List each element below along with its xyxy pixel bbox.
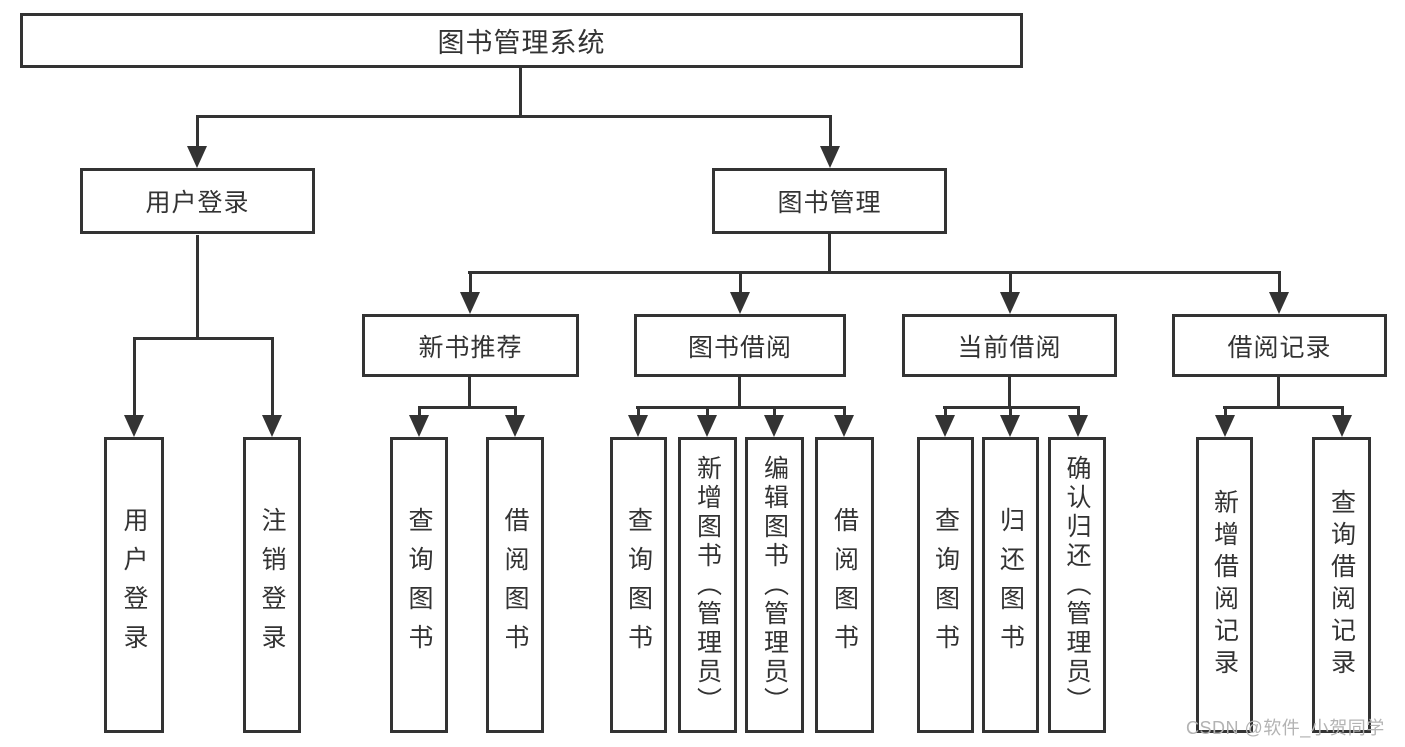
connector-line [1223, 406, 1344, 409]
connector-line [1008, 377, 1011, 409]
arrow-down-icon [1068, 415, 1088, 437]
arrow-shaft [944, 406, 947, 417]
connector-line [1277, 377, 1280, 409]
arrow-shaft [469, 271, 472, 294]
arrow-shaft [1341, 406, 1344, 417]
node-current-borrowing: 当前借阅 [902, 314, 1117, 377]
arrow-down-icon [460, 292, 480, 314]
node-book-management: 图书管理 [712, 168, 947, 234]
arrow-shaft [843, 406, 846, 417]
arrow-shaft [1009, 406, 1012, 417]
connector-line [418, 406, 517, 409]
arrow-shaft [773, 406, 776, 417]
arrow-shaft [271, 337, 274, 417]
arrow-down-icon [764, 415, 784, 437]
node-new-book-recommend: 新书推荐 [362, 314, 579, 377]
arrow-down-icon [1332, 415, 1352, 437]
connector-line [468, 377, 471, 409]
connector-line [828, 234, 831, 274]
arrow-down-icon [1215, 415, 1235, 437]
node-leaf-logout: 注销登录 [243, 437, 301, 733]
node-leaf-edit-books-admin: 编辑图书（管理员） [745, 437, 804, 733]
arrow-shaft [706, 406, 709, 417]
arrow-down-icon [935, 415, 955, 437]
arrow-down-icon [262, 415, 282, 437]
arrow-shaft [637, 406, 640, 417]
node-book-borrowing: 图书借阅 [634, 314, 846, 377]
arrow-down-icon [730, 292, 750, 314]
arrow-down-icon [1000, 292, 1020, 314]
connector-line [133, 337, 274, 340]
node-leaf-borrow-books: 借阅图书 [815, 437, 874, 733]
node-root-book-management-system: 图书管理系统 [20, 13, 1023, 68]
arrow-shaft [1224, 406, 1227, 417]
arrow-down-icon [124, 415, 144, 437]
arrow-shaft [514, 406, 517, 417]
arrow-down-icon [187, 146, 207, 168]
node-leaf-query-books-recommend: 查询图书 [390, 437, 448, 733]
node-leaf-query-books-borrow: 查询图书 [610, 437, 667, 733]
arrow-shaft [829, 115, 832, 148]
node-user-login: 用户登录 [80, 168, 315, 234]
connector-line [519, 68, 522, 118]
node-leaf-return-books: 归还图书 [982, 437, 1039, 733]
arrow-down-icon [409, 415, 429, 437]
node-borrowing-records: 借阅记录 [1172, 314, 1387, 377]
node-leaf-add-books-admin: 新增图书（管理员） [678, 437, 737, 733]
arrow-down-icon [628, 415, 648, 437]
connector-line [196, 115, 831, 118]
arrow-shaft [1077, 406, 1080, 417]
node-leaf-query-books-current: 查询图书 [917, 437, 974, 733]
arrow-down-icon [1000, 415, 1020, 437]
arrow-shaft [1278, 271, 1281, 294]
arrow-down-icon [1269, 292, 1289, 314]
connector-line [636, 406, 846, 409]
arrow-down-icon [505, 415, 525, 437]
arrow-down-icon [697, 415, 717, 437]
arrow-shaft [418, 406, 421, 417]
node-leaf-confirm-return-admin: 确认归还（管理员） [1048, 437, 1106, 733]
connector-line [468, 271, 1281, 274]
watermark-text: CSDN @软件_小贺同学 [1186, 718, 1385, 738]
node-leaf-add-borrow-record: 新增借阅记录 [1196, 437, 1253, 733]
arrow-shaft [739, 271, 742, 294]
node-leaf-borrow-books-recommend: 借阅图书 [486, 437, 544, 733]
node-leaf-user-login: 用户登录 [104, 437, 164, 733]
arrow-down-icon [834, 415, 854, 437]
connector-line [738, 377, 741, 409]
arrow-shaft [133, 337, 136, 417]
arrow-shaft [196, 115, 199, 148]
arrow-shaft [1009, 271, 1012, 294]
connector-line [196, 235, 199, 340]
arrow-down-icon [820, 146, 840, 168]
node-leaf-query-borrow-record: 查询借阅记录 [1312, 437, 1371, 733]
